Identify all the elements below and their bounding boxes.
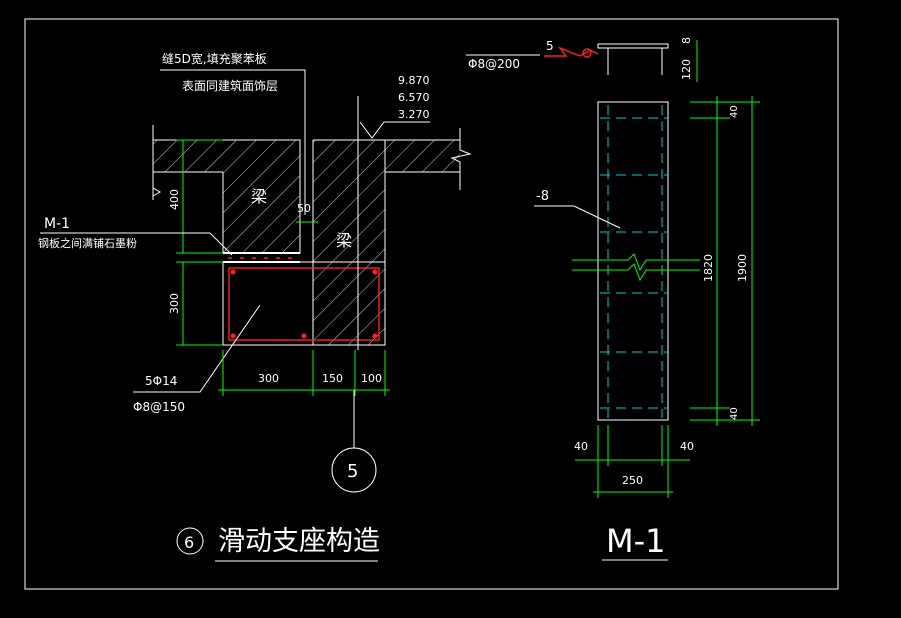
plate-leader xyxy=(534,205,621,229)
elevation-2: 6.570 xyxy=(398,91,430,104)
left-beam xyxy=(223,140,300,253)
anchor-rows xyxy=(600,117,668,409)
dim-300-vertical: 300 xyxy=(168,293,181,314)
anchor-symbol xyxy=(544,46,599,57)
left-slab xyxy=(153,140,223,172)
axis-bubble xyxy=(331,447,377,493)
rebar-main-label: 5Φ14 xyxy=(145,374,177,388)
plate-thickness-label: -8 xyxy=(536,189,549,204)
anchor-tag: 5 xyxy=(546,39,554,53)
m1-leader xyxy=(40,232,233,256)
dim-120: 120 xyxy=(680,59,693,80)
axis-label: 5 xyxy=(347,461,358,482)
plate-outline xyxy=(597,101,669,421)
rebar-stirrup-label: Φ8@150 xyxy=(133,400,185,414)
m1-graphite-note: 钢板之间满铺石墨粉 xyxy=(38,236,137,250)
break-line-top xyxy=(572,253,700,272)
main-bars xyxy=(230,269,378,339)
gap-leader xyxy=(160,69,306,215)
title-number: 6 xyxy=(184,533,194,552)
break-line-bottom xyxy=(572,263,700,282)
detail-title: 滑动支座构造 xyxy=(218,526,380,557)
plate-detail: 5 Φ8@200 8 120 -8 xyxy=(466,37,760,561)
m1-reference: M-1 xyxy=(44,216,70,232)
section-detail: 缝5D宽,填充聚苯板 表面同建筑面饰层 9.870 6.570 3.270 梁 … xyxy=(38,51,472,562)
dim-40-top: 40 xyxy=(729,105,740,118)
anchor-spec: Φ8@200 xyxy=(468,57,520,71)
elevation-triangle xyxy=(359,121,430,139)
beam-label-left: 梁 xyxy=(251,187,267,206)
dim-400: 400 xyxy=(168,189,181,210)
dim-1820: 1820 xyxy=(702,254,715,282)
drawing-frame xyxy=(24,18,839,590)
gap-note-line2: 表面同建筑面饰层 xyxy=(182,78,278,93)
elevation-1: 9.870 xyxy=(398,74,430,87)
plate-elevation xyxy=(597,43,669,49)
dim-40-right: 40 xyxy=(680,440,694,453)
gap-note-line1: 缝5D宽,填充聚苯板 xyxy=(162,51,267,66)
dim-50: 50 xyxy=(297,202,311,215)
dim-100: 100 xyxy=(361,372,382,385)
right-slab xyxy=(385,140,460,172)
dim-8: 8 xyxy=(680,37,693,44)
beam-label-right: 梁 xyxy=(336,231,352,250)
title-number-circle xyxy=(176,527,204,555)
plate-title: M-1 xyxy=(606,522,666,560)
rebar-leader xyxy=(133,304,261,393)
dim-40-left: 40 xyxy=(574,440,588,453)
dim-40-bottom: 40 xyxy=(729,407,740,420)
stirrup xyxy=(228,267,380,341)
right-beam xyxy=(313,140,385,345)
dim-250: 250 xyxy=(622,474,643,487)
dim-1900: 1900 xyxy=(736,254,749,282)
elevation-3: 3.270 xyxy=(398,108,430,121)
dim-150: 150 xyxy=(322,372,343,385)
lower-block xyxy=(222,261,386,346)
dim-300: 300 xyxy=(258,372,279,385)
